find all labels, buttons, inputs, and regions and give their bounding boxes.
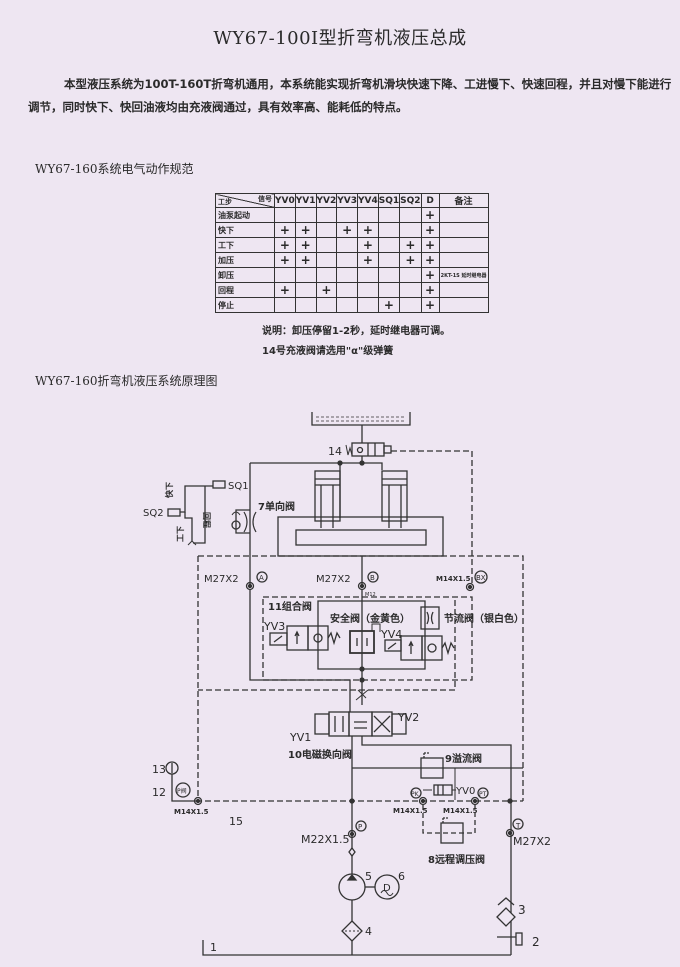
label-14: 14 [328,445,342,458]
pt-thread: M14X1.5 [443,807,478,815]
label-throttle-valve: 节流阀（银白色） [444,612,524,625]
label-8: 8远程调压阀 [428,853,485,866]
diagram-heading: WY67-160折弯机液压系统原理图 [35,374,218,388]
intro-line-2: 调节，同时快下、快回油液均由充液阀通过，具有效率高、能耗低的特点。 [28,100,408,114]
label-sq1: SQ1 [228,481,249,492]
signal-cell [399,297,422,313]
limit-switches [167,480,226,546]
check-valve-7 [231,463,257,586]
label-12: 12 [152,786,166,799]
label-13: 13 [152,763,166,776]
label-5: 5 [365,870,372,883]
label-yv0: YV0 [455,786,475,797]
label-15: 15 [229,815,243,828]
motor-label: D [383,883,391,894]
label-sq2: SQ2 [143,508,164,519]
electrical-heading: WY67-160系统电气动作规范 [35,162,194,176]
port-t-thread: M27X2 [513,835,551,848]
label-yv1: YV1 [289,731,311,744]
port-p: P [358,823,362,831]
table-row: 卸压+2KT-1S 延时继电器 [215,267,489,283]
port-a: A [259,574,264,582]
remark-cell [438,297,489,313]
label-3: 3 [518,903,526,917]
port-t: T [515,822,521,830]
port-b-thread: M27X2 [316,574,351,585]
table-row: 停止++ [215,297,489,313]
label-huicheng: 回程 [202,512,212,528]
cylinders [250,456,444,586]
label-6: 6 [398,870,405,883]
label-safety-valve: 安全阀（金黄色） [330,612,410,625]
label-yv3: YV3 [263,620,285,633]
label-12-thread: M14X1.5 [174,808,209,816]
table-row: 工下+++++ [215,237,489,253]
label-gongxia: 工下 [176,526,185,542]
pk-thread: M14X1.5 [393,807,428,815]
port-b-small: M12 [365,592,376,598]
label-pk: PK [411,791,420,798]
label-4: 4 [365,925,372,938]
document-title: WY67-100I型折弯机液压总成 [213,28,467,49]
label-1: 1 [210,941,217,954]
pump-group [338,820,400,942]
label-10: 10电磁换向阀 [288,748,352,761]
step-cell: 停止 [215,297,275,313]
port-p-thread: M22X1.5 [301,833,350,846]
corner-step: 工步 [218,198,232,206]
electrical-action-table: 信号 工步 YV0 YV1 YV2 YV3 YV4 SQ1 SQ2 D 备注 油… [215,193,489,313]
label-kuaixia: 快下 [164,482,174,498]
fill-tank [311,412,411,443]
return-line [202,801,524,956]
combination-valve-11 [198,590,473,712]
port-bx-thread: M14X1.5 [436,575,471,583]
note-line-2: 14号充液阀请选用"α"级弹簧 [262,346,394,357]
port-b: B [370,574,375,582]
table-row: 油泵起动+ [215,207,489,223]
label-yv2: YV2 [397,711,419,724]
label-pt: PT [479,791,487,798]
remote-pressure-valve-8 [422,805,476,844]
port-bx: BX [476,574,486,582]
label-p-valve: P阀 [177,787,187,795]
port-a-thread: M27X2 [204,574,239,585]
relief-valve-9 [349,752,523,806]
label-7: 7单向阀 [258,500,295,513]
note-line-1: 说明：卸压停留1-2秒，延时继电器可调。 [262,326,451,337]
label-9: 9溢流阀 [445,752,482,765]
solenoid-directional-valve-10 [314,711,512,955]
label-2: 2 [532,935,540,949]
pressure-gauge-13 [165,761,203,806]
ports-top [245,570,488,592]
corner-signal: 信号 [258,195,272,203]
label-yv4: YV4 [380,628,402,641]
prefill-valve-14 [345,442,473,586]
intro-line-1: 本型液压系统为100T-160T折弯机通用，本系统能实现折弯机滑块快速下降、工进… [64,77,672,91]
corner-cell: 信号 工步 [215,193,275,208]
label-11: 11组合阀 [268,600,312,613]
